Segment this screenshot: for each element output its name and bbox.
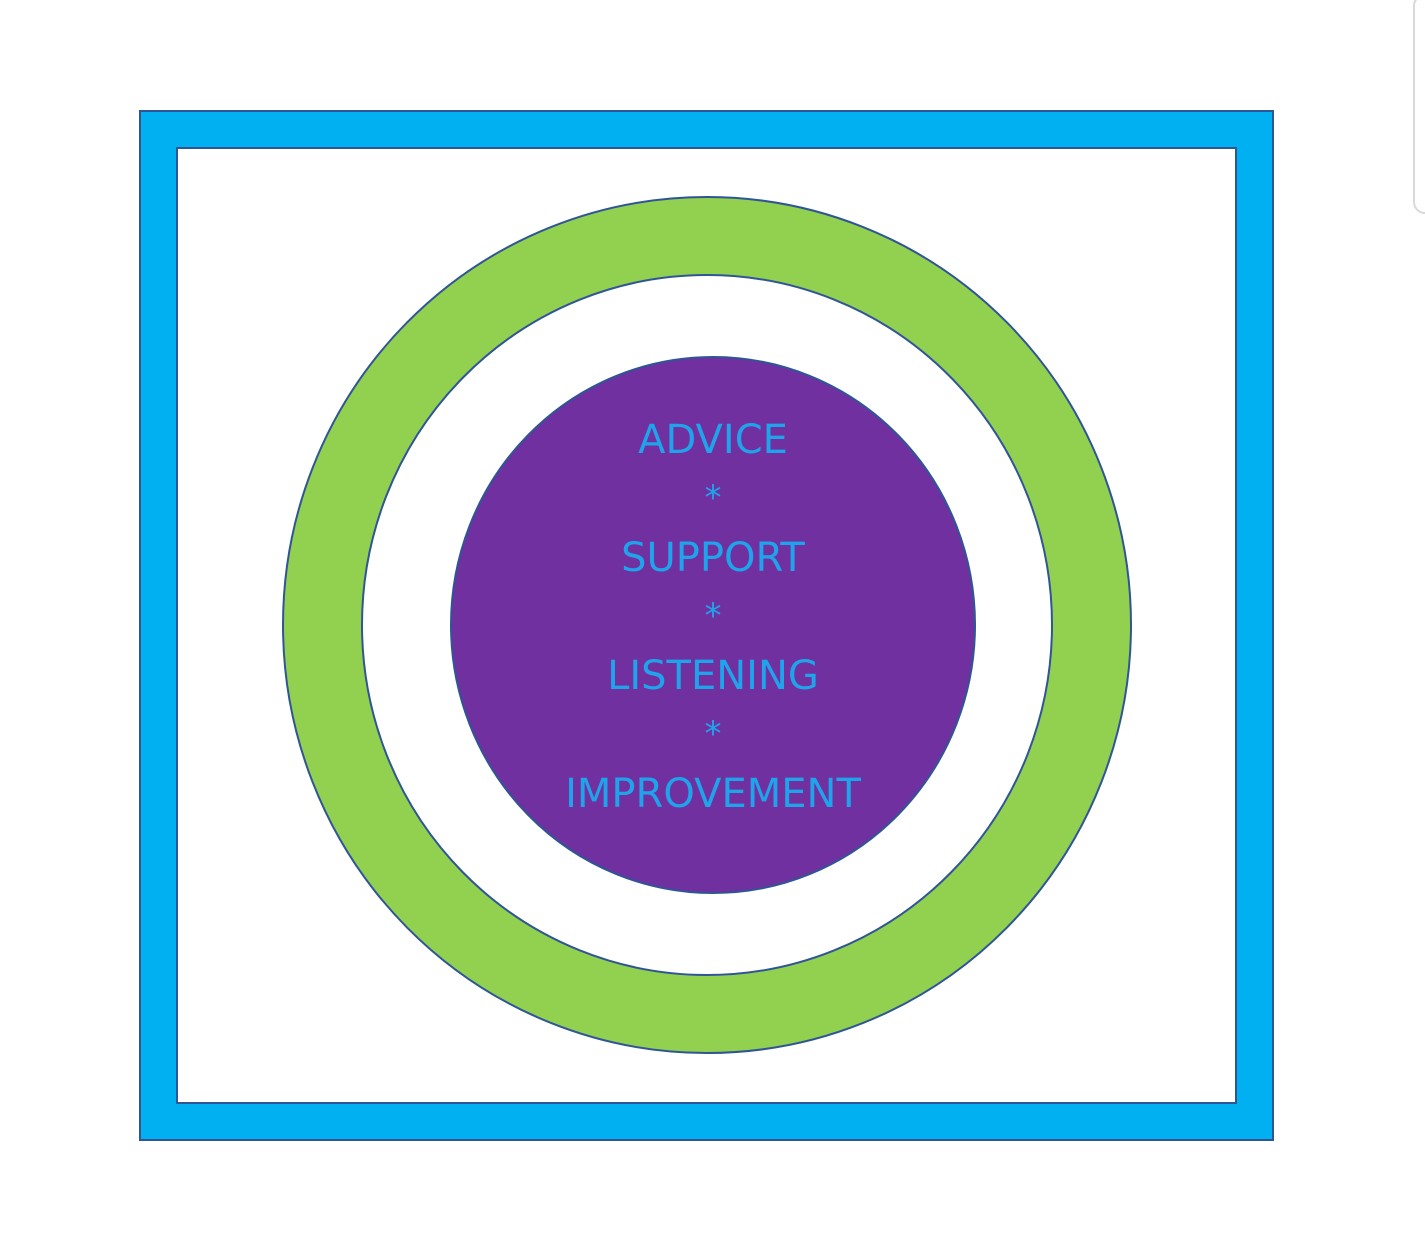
core-item-support: SUPPORT bbox=[621, 535, 805, 581]
edge-scroll-tab[interactable] bbox=[1413, 0, 1425, 214]
core-separator: * bbox=[704, 596, 722, 636]
core-item-advice: ADVICE bbox=[638, 417, 788, 463]
core-item-improvement: IMPROVEMENT bbox=[565, 771, 861, 817]
core-item-listening: LISTENING bbox=[607, 653, 819, 699]
core-separator: * bbox=[704, 478, 722, 518]
core-separator: * bbox=[704, 714, 722, 754]
core-circle bbox=[450, 356, 976, 894]
